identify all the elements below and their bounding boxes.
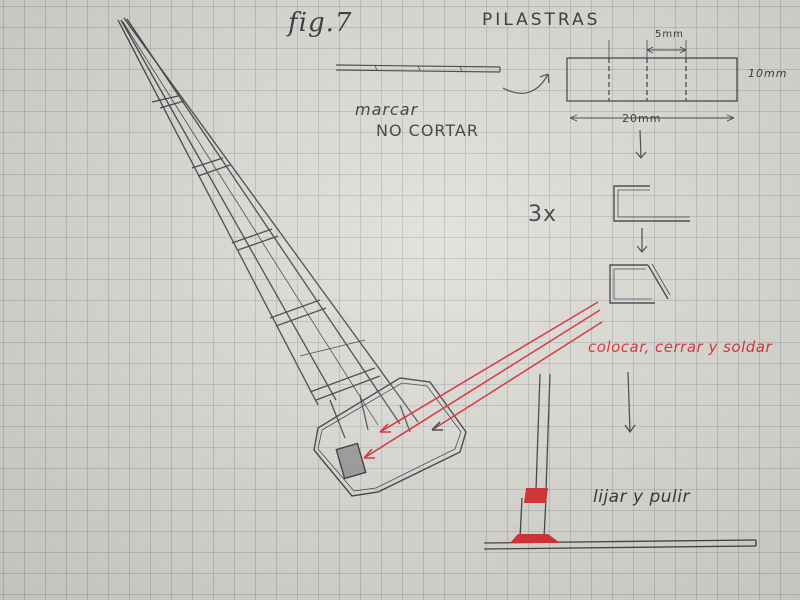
base-anchor-block (335, 442, 367, 480)
tower-brace (275, 307, 327, 327)
quantity-multiplier: 3x (528, 202, 558, 227)
tower-brace (159, 100, 185, 109)
tower-brace (191, 157, 224, 169)
dim-20mm-line (569, 114, 735, 122)
tower-spine (122, 21, 379, 426)
tower-leg (329, 399, 346, 439)
ground-plate-bottom (483, 545, 757, 550)
tower-inner-left (120, 19, 337, 401)
solder-bottom (510, 534, 560, 543)
pillar-left-lower (519, 497, 523, 539)
tower-brace (299, 339, 366, 357)
tower-brace (237, 235, 279, 251)
arrow-down-1 (635, 129, 647, 159)
tower-inner-right (126, 18, 401, 425)
solder-top (524, 488, 548, 503)
figure-label: fig.7 (288, 8, 353, 38)
leader-arrow-2 (363, 448, 375, 459)
note-finish: lijar y pulir (593, 487, 690, 507)
tower-brace (309, 367, 376, 393)
step-arrows (624, 129, 648, 434)
leader-line-1 (379, 301, 599, 433)
note-no-cortar: NO CORTAR (376, 121, 479, 140)
pillar-right-lower (543, 497, 547, 539)
leader-line-3 (431, 321, 603, 431)
tower-brace (151, 95, 179, 103)
tower-brace (315, 375, 381, 401)
dimension-10mm: 10mm (748, 67, 788, 80)
leader-arrow-3 (431, 421, 443, 431)
curved-arrow (502, 73, 550, 94)
base-plate (313, 377, 467, 497)
fold-ext-1 (608, 40, 687, 58)
solder-joints (510, 488, 560, 543)
arrow-down-3 (624, 371, 636, 434)
figure-title: PILASTRAS (482, 10, 601, 30)
finished-pillar (483, 373, 757, 550)
strip-bottom-edge (335, 69, 501, 73)
flat-strip (335, 64, 501, 73)
tower-outer-left (117, 19, 319, 406)
arrow-down-2 (636, 228, 648, 253)
tower-brace (231, 228, 273, 244)
pillar-left (535, 373, 541, 491)
strip-mark (374, 65, 463, 72)
dimension-20mm: 20mm (622, 112, 662, 125)
note-marcar: marcar (355, 100, 419, 119)
folded-profile (613, 185, 690, 222)
blank-rect (566, 57, 738, 102)
pillar-right (545, 373, 551, 491)
tower (117, 17, 419, 439)
pilastra-blank (566, 40, 738, 122)
tower-brace (197, 164, 231, 177)
red-leader-lines (363, 301, 603, 459)
tower-brace (269, 299, 321, 319)
tower-outer-right (123, 17, 419, 423)
leader-arrow-1 (379, 423, 391, 433)
dim-5mm-line (646, 46, 687, 54)
dimension-5mm: 5mm (655, 29, 684, 40)
closing-profile (609, 263, 671, 304)
note-assembly: colocar, cerrar y soldar (588, 338, 773, 356)
leader-line-2 (363, 309, 601, 459)
tower-leg (399, 404, 411, 433)
